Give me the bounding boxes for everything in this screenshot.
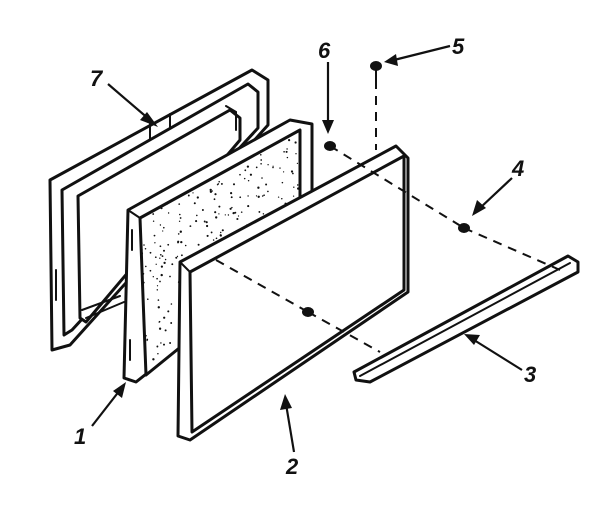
callout-3: 3 (524, 362, 536, 387)
part-6-clip (324, 141, 336, 151)
part-4-clip (458, 223, 470, 233)
callout-4: 4 (511, 156, 524, 181)
panel-clip (302, 307, 314, 317)
leader-lines (91, 44, 523, 453)
part-2-outer-panel (176, 144, 410, 442)
callout-2: 2 (285, 454, 299, 479)
callout-5: 5 (452, 34, 465, 59)
part-5-screw (370, 61, 382, 81)
fasteners (302, 61, 470, 317)
callout-7: 7 (90, 66, 104, 91)
assembly-lines (215, 80, 561, 353)
callout-labels: 7 6 5 4 3 2 1 (74, 34, 536, 479)
callout-6: 6 (318, 38, 331, 63)
callout-1: 1 (74, 424, 86, 449)
part-3-handle-trim (352, 254, 580, 384)
